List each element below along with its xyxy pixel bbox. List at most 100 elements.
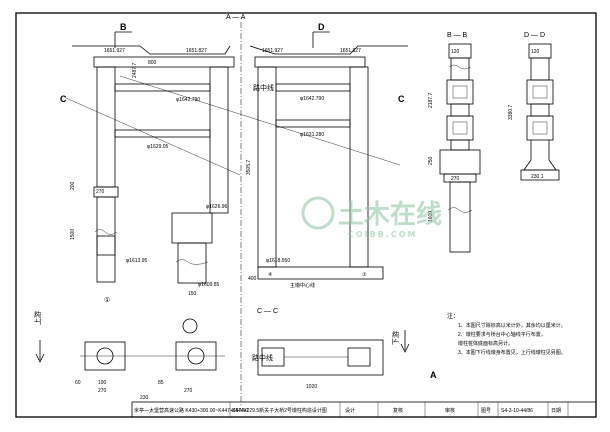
circle-3: ③ — [362, 272, 367, 278]
dd-col-2 — [530, 103, 550, 117]
dim-400: 400 — [248, 276, 257, 282]
column-right-1 — [257, 66, 277, 268]
upstream-arrow-icon — [35, 340, 45, 363]
elev-2: 1651.927 — [262, 48, 283, 54]
section-c-mark-left: C — [60, 94, 67, 104]
cc-pile-circle — [182, 318, 198, 334]
dd-col-1 — [530, 57, 550, 81]
bb-pile-break — [447, 207, 473, 213]
column-left-2 — [209, 66, 229, 214]
elev-5: φ1642.790 — [176, 97, 200, 103]
upstream-label: 上游 — [33, 311, 42, 325]
dim-200: 200 — [70, 181, 76, 190]
circle-4: ④ — [268, 272, 273, 278]
section-a-mark: A — [430, 370, 437, 380]
cc-dim-190: 190 — [98, 380, 107, 386]
watermark-sub: COIBB.COM — [348, 230, 418, 239]
elev-4: 1651.827 — [340, 48, 361, 54]
bb-footing — [443, 173, 477, 183]
tie-beam-2 — [114, 129, 211, 138]
diagonal-c-left — [65, 97, 241, 176]
title-review: 复核 — [393, 407, 403, 414]
cap-beam-right — [254, 56, 366, 68]
dim-270: 270 — [96, 189, 105, 195]
dd-pier — [523, 140, 557, 171]
cc-dim-60: 60 — [75, 380, 81, 386]
pile-cap-right — [257, 266, 384, 280]
elev-6: φ1642.790 — [300, 96, 324, 102]
note-4: 3、本图下行线墩身布置见，上行线墩柱见另图。 — [458, 349, 566, 356]
bb-box-1-inner — [452, 85, 468, 99]
bb-pier — [439, 149, 481, 175]
section-aa-label: A — A — [226, 14, 246, 21]
bb-dim-120: 120 — [451, 49, 460, 55]
watermark-logo-icon — [301, 196, 335, 230]
diagonal-c-right — [119, 75, 401, 166]
tie-beam-4 — [275, 119, 351, 128]
title-design: 设计 — [345, 407, 355, 414]
tie-beam-1 — [114, 83, 211, 92]
note-1: 1、本图尺寸除标高以米计外，其余均以厘米计。 — [458, 322, 566, 329]
bb-dim-250: 250 — [428, 156, 434, 165]
dim-2487: 2487.7 — [132, 62, 138, 78]
dim-3505: 3505.7 — [246, 159, 252, 175]
dd-dim-3380: 3380.7 — [508, 104, 514, 120]
pier-center-label: 主墩中心线 — [290, 282, 315, 289]
bb-break — [448, 64, 472, 70]
elev-7: φ1631.280 — [300, 132, 324, 138]
notes-title: 注： — [447, 312, 459, 320]
title-drawing: K444+229.5新关子大桥2号墩柱构造设计图 — [232, 407, 327, 414]
watermark: 土木在线 COIBB.COM — [301, 196, 442, 239]
cc-right-col-2 — [347, 347, 371, 367]
dim-800: 800 — [148, 60, 157, 66]
deck-right — [249, 45, 408, 55]
dd-box-1-inner — [532, 85, 548, 99]
pile-mid — [177, 242, 207, 284]
elev-9: φ1626.96 — [206, 204, 228, 210]
cap-beam-left — [93, 56, 235, 68]
title-approve: 审核 — [445, 407, 455, 414]
dim-1500: 1500 — [70, 229, 76, 240]
note-3: 墩柱桩体底面标高另计。 — [458, 340, 513, 347]
dd-box-1 — [526, 79, 554, 105]
cc-dim-270-b: 270 — [184, 388, 193, 394]
section-cc-label: C — C — [257, 308, 278, 315]
downstream-label: 下游 — [391, 331, 400, 345]
dd-box-2 — [526, 115, 554, 141]
bb-dim-1600: 1600 — [428, 211, 434, 222]
elev-10: φ1613.95 — [126, 258, 148, 264]
elev-1: 1651.927 — [104, 48, 125, 54]
tie-beam-3 — [275, 83, 351, 92]
section-bb-label: B — B — [447, 32, 468, 39]
sheet-frame — [15, 12, 597, 418]
pile-break-2 — [175, 259, 209, 265]
bb-col-2 — [450, 103, 470, 117]
dim-150: 150 — [188, 291, 197, 297]
deck-left — [72, 45, 231, 55]
downstream-arrow-icon — [400, 330, 410, 353]
section-d-mark: D — [318, 22, 325, 32]
column-left-1 — [96, 66, 116, 188]
bb-box-2-inner — [452, 121, 468, 135]
bb-box-1 — [446, 79, 474, 105]
elev-3: 1651.827 — [186, 48, 207, 54]
cc-dim-230: 230 — [140, 395, 149, 401]
title-sheet-no: S4-3-10-44/86 — [501, 408, 533, 414]
circle-1: ① — [104, 296, 110, 304]
title-date: 日期 — [551, 408, 561, 414]
bb-pile — [449, 181, 471, 253]
road-center-label: 路中线 — [253, 83, 274, 92]
elev-8: φ1629.05 — [147, 144, 169, 150]
pile-break-1 — [94, 229, 118, 235]
cc-dim-85: 85 — [158, 380, 164, 386]
pile-left — [96, 196, 116, 256]
elev-12: φ1609.85 — [198, 282, 220, 288]
cc-right-cap — [257, 339, 384, 376]
title-project: 米亭—太堡营高速公路 K430+300.00~K447+357.50 — [134, 407, 248, 414]
dd-dim-230: 230.1 — [531, 174, 544, 180]
title-block-frame — [131, 401, 597, 418]
cc-dim-270: 270 — [98, 388, 107, 394]
road-center-label-2: 路中线 — [252, 353, 273, 362]
pile-left-lower — [96, 235, 116, 283]
